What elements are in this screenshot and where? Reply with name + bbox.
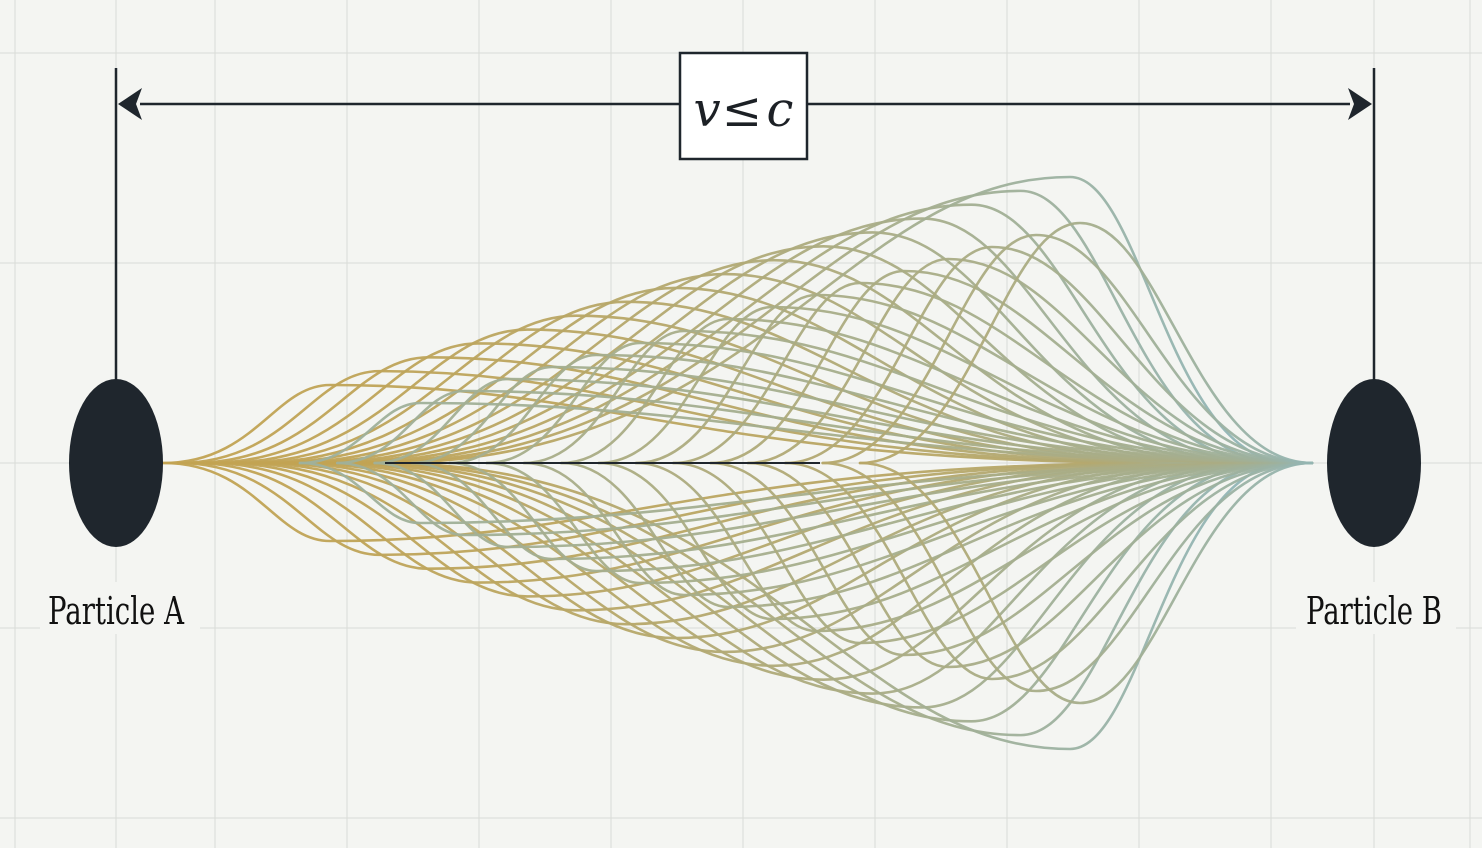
wave-curve-upper bbox=[821, 233, 1314, 465]
wave-curve-upper bbox=[264, 286, 1228, 465]
wave-curve-lower bbox=[381, 461, 1292, 751]
wave-curve-lower bbox=[746, 461, 1314, 669]
wave-curve-lower bbox=[323, 461, 1260, 695]
particle-b-label-backdrop bbox=[1296, 582, 1456, 634]
wave-curve-upper bbox=[746, 257, 1314, 465]
wave-curve-lower bbox=[448, 461, 1314, 573]
formula-less-equal: ≤ bbox=[722, 82, 762, 138]
wave-curve-upper bbox=[323, 231, 1260, 465]
wave-curve-lower bbox=[858, 461, 1314, 705]
formula-light-speed: c bbox=[767, 82, 794, 138]
wave-curve-upper bbox=[597, 305, 1314, 465]
wave-curve-upper bbox=[298, 401, 1314, 465]
wave-curve-lower bbox=[308, 461, 1252, 681]
wave-curve-upper bbox=[235, 314, 1212, 465]
wave-curve-upper bbox=[381, 175, 1292, 465]
particle-b-dot bbox=[1327, 379, 1421, 547]
wave-curve-upper bbox=[308, 245, 1252, 465]
particle-a-label: Particle A bbox=[48, 589, 184, 633]
wave-curve-lower bbox=[264, 461, 1228, 640]
formula-velocity: v bbox=[693, 82, 720, 138]
wave-curve-lower bbox=[709, 461, 1314, 657]
wave-curve-upper bbox=[784, 245, 1314, 465]
wave-curve-upper bbox=[709, 269, 1314, 465]
wave-curve-lower bbox=[821, 461, 1314, 693]
wave-curve-lower bbox=[336, 461, 1314, 537]
wave-curve-upper bbox=[205, 342, 1196, 465]
particle-b-label: Particle B bbox=[1306, 589, 1442, 633]
wave-curve-lower bbox=[634, 461, 1314, 633]
formula-box-border bbox=[678, 51, 809, 161]
wave-curve-lower bbox=[522, 461, 1314, 597]
wave-curve-upper bbox=[634, 293, 1314, 465]
wave-curve-upper bbox=[336, 389, 1314, 465]
wave-curve-upper bbox=[373, 377, 1314, 465]
wave-curve-lower bbox=[784, 461, 1314, 681]
wave-curve-lower bbox=[293, 461, 1244, 668]
arrowhead-left-icon bbox=[118, 88, 142, 120]
wave-curve-lower bbox=[205, 461, 1196, 584]
wave-curve-upper bbox=[672, 281, 1314, 465]
wave-curve-upper bbox=[858, 221, 1314, 465]
wave-curve-upper bbox=[485, 341, 1314, 465]
particle-a-label-backdrop bbox=[40, 582, 200, 634]
wave-curve-lower bbox=[672, 461, 1314, 645]
particle-a-dot bbox=[69, 379, 163, 547]
speed-limit-formula-box: v ≤ c bbox=[678, 51, 809, 161]
arrowhead-right-icon bbox=[1348, 88, 1372, 120]
wave-curve-lower bbox=[597, 461, 1314, 621]
wave-curve-lower bbox=[373, 461, 1314, 549]
wave-bundle bbox=[161, 175, 1314, 751]
wave-curve-lower bbox=[235, 461, 1212, 612]
wave-curve-upper bbox=[522, 329, 1314, 465]
wave-curve-lower bbox=[485, 461, 1314, 585]
wave-curve-lower bbox=[298, 461, 1314, 525]
wave-curve-upper bbox=[448, 353, 1314, 465]
wave-curve-upper bbox=[293, 258, 1244, 465]
